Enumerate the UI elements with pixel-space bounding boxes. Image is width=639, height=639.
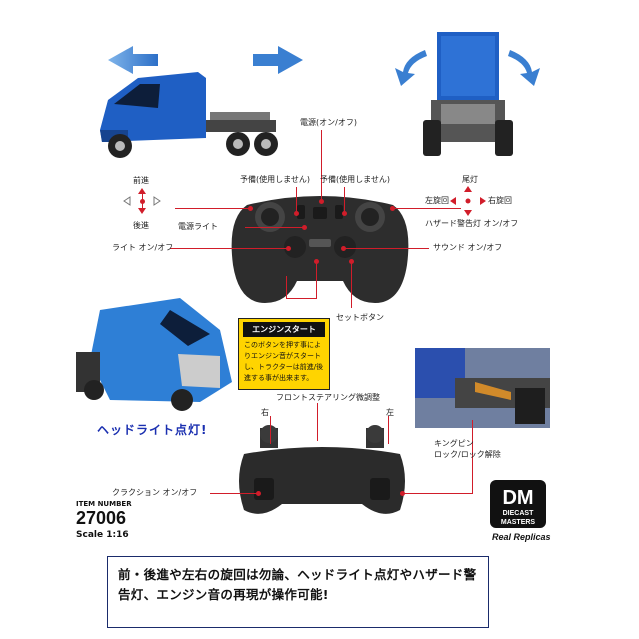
engine-start-title: エンジンスタート — [243, 322, 325, 337]
label-light-toggle: ライト オン/オフ — [112, 243, 174, 252]
label-right: 右 — [261, 408, 269, 417]
label-kingpin: キングピン ロック/ロック解除 — [434, 439, 501, 459]
truck-front-view-image — [76, 298, 232, 411]
label-left-turn: 左旋回 — [425, 196, 449, 205]
label-sound-toggle: サウンド オン/オフ — [433, 243, 503, 252]
label-power: 電源(オン/オフ) — [300, 118, 357, 127]
label-set-button: セットボタン — [336, 313, 384, 322]
label-spare-right: 予備(使用しません) — [320, 175, 391, 184]
arrow-right-icon — [253, 46, 303, 74]
caption-text: 前・後進や左右の旋回は勿論、ヘッドライト点灯やハザード警告灯、エンジン音の再現が… — [118, 567, 477, 602]
label-power-light: 電源ライト — [178, 222, 218, 231]
rotate-left-icon — [395, 50, 427, 86]
label-hazard: ハザード警告灯 オン/オフ — [425, 219, 519, 228]
label-backward: 後進 — [133, 221, 149, 230]
scale-label: Scale 1:16 — [76, 530, 129, 540]
direction-arrows-icon — [123, 188, 161, 214]
label-horn: クラクション オン/オフ — [112, 488, 198, 497]
logo-line2: MASTERS — [501, 519, 536, 526]
truck-rear-view-image — [395, 32, 540, 156]
truck-side-view-image — [100, 46, 303, 158]
item-number: 27006 — [76, 508, 127, 528]
arrow-left-icon — [108, 46, 158, 74]
logo-letters: DM — [502, 487, 533, 509]
label-front-steering: フロントステアリング微調整 — [276, 393, 380, 402]
label-left: 左 — [386, 408, 394, 417]
logo-line1: DIECAST — [503, 510, 534, 517]
controller-top-view-image — [231, 196, 409, 303]
label-spare-left: 予備(使用しません) — [240, 175, 311, 184]
label-forward: 前進 — [133, 176, 149, 185]
label-right-turn: 右旋回 — [488, 196, 512, 205]
kingpin-closeup-image — [415, 348, 550, 428]
headlight-caption: ヘッドライト点灯! — [97, 423, 208, 437]
engine-start-text: このボタンを押す事によりエンジン音がスタートし、トラクターは前進/後進する事が出… — [244, 341, 324, 382]
rotate-right-icon — [508, 50, 540, 86]
item-number-label: ITEM NUMBER — [76, 500, 132, 508]
brand-tagline: Real Replicas — [492, 532, 551, 542]
controller-side-view-image — [239, 425, 405, 514]
diecast-masters-logo: DM DIECAST MASTERS — [488, 478, 548, 538]
turn-arrows-icon — [450, 186, 486, 216]
caption-box: 前・後進や左右の旋回は勿論、ヘッドライト点灯やハザード警告灯、エンジン音の再現が… — [107, 556, 489, 628]
label-taillight: 尾灯 — [462, 175, 478, 184]
engine-start-box: エンジンスタート このボタンを押す事によりエンジン音がスタートし、トラクターは前… — [238, 318, 330, 390]
